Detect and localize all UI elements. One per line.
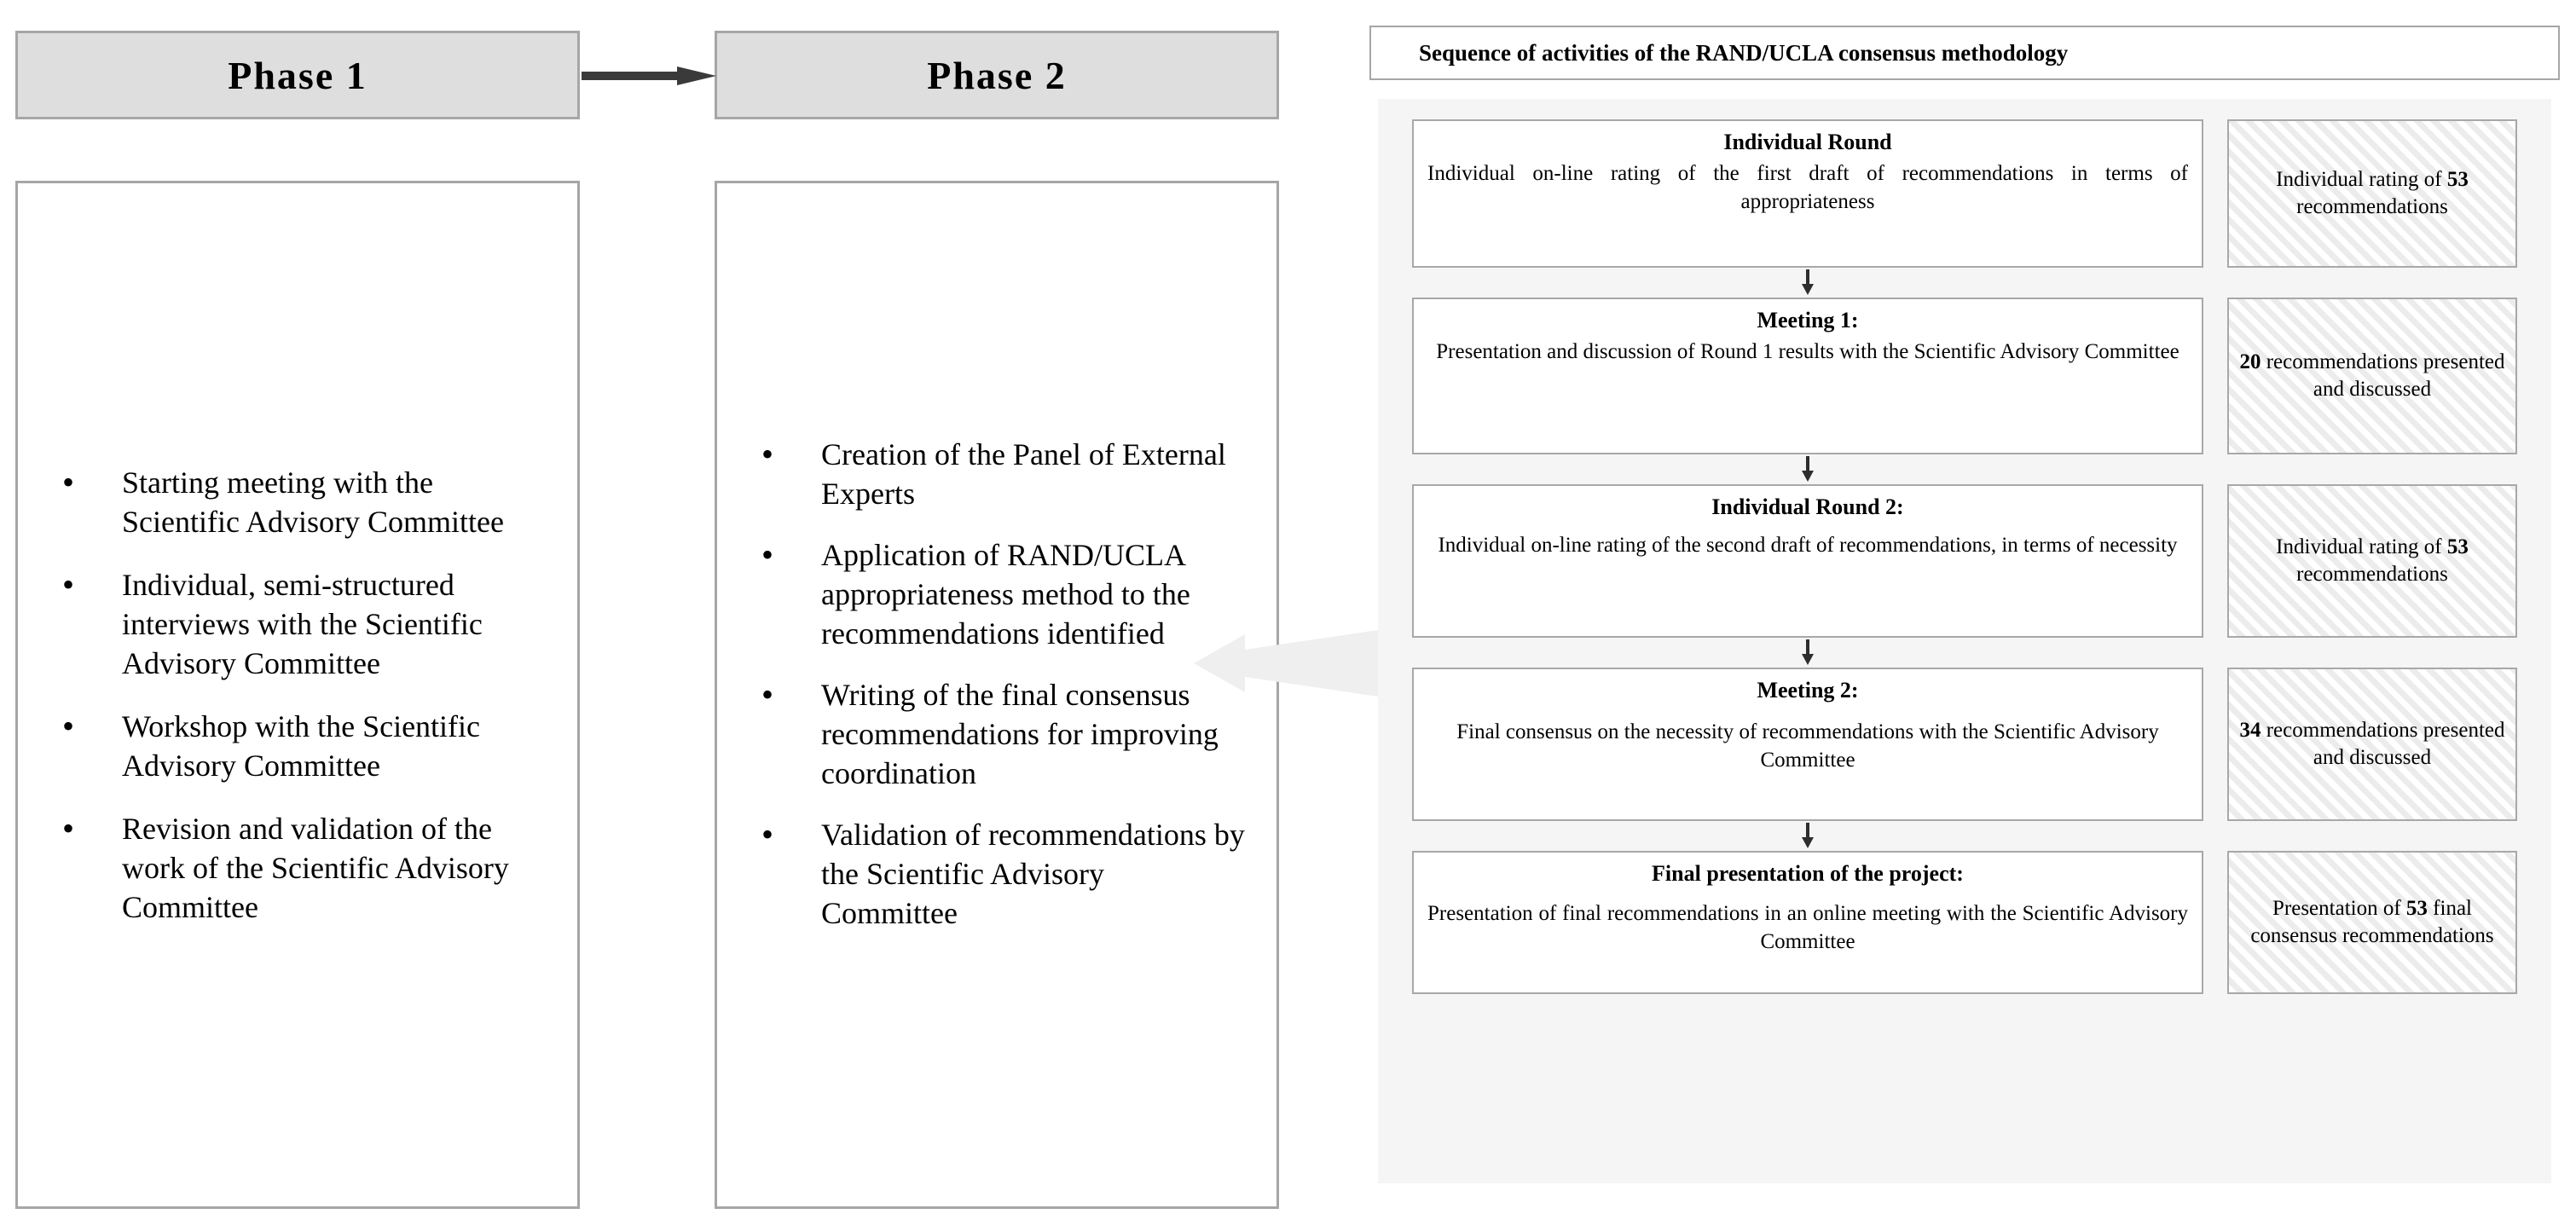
down-arrow-icon [1802,456,1814,482]
phase-2-list: Creation of the Panel of External Expert… [717,432,1276,956]
step-title: Individual Round 2: [1711,494,1904,519]
note-text: Presentation of 53 final consensus recom… [2237,895,2507,950]
step-description: Final consensus on the necessity of reco… [1456,720,2159,772]
note-suffix: recommendations [2296,195,2448,218]
rand-title-text: Sequence of activities of the RAND/UCLA … [1419,39,2069,66]
step-box-individual-round: Individual Round Individual on-line rati… [1412,119,2203,268]
down-arrow-icon [1802,639,1814,665]
note-number: 34 [2239,719,2261,742]
phase-1-body: Starting meeting with the Scientific Adv… [15,181,580,1209]
phase-2-body: Creation of the Panel of External Expert… [715,181,1279,1209]
list-item: Validation of recommendations by the Sci… [743,812,1246,933]
step-title: Meeting 1: [1757,308,1859,332]
note-suffix: recommendations presented and discussed [2261,719,2505,769]
note-box-final-presentation: Presentation of 53 final consensus recom… [2227,851,2517,994]
phase-1-title: Phase 1 [228,53,368,97]
note-prefix: Individual rating of [2276,535,2447,558]
phase-2-title: Phase 2 [927,53,1067,97]
phase-1-list: Starting meeting with the Scientific Adv… [18,460,577,928]
note-box-meeting-2: 34 recommendations presented and discuss… [2227,668,2517,821]
step-box-meeting-1: Meeting 1: Presentation and discussion o… [1412,298,2203,454]
step-description: Individual on-line rating of the first d… [1427,162,2188,213]
note-number: 53 [2446,535,2469,558]
note-box-individual-round-2: Individual rating of 53 recommendations [2227,484,2517,638]
list-item: Creation of the Panel of External Expert… [743,432,1246,513]
note-number: 53 [2405,897,2428,920]
rand-ucla-region: Sequence of activities of the RAND/UCLA … [1369,26,2560,1202]
step-description: Presentation and discussion of Round 1 r… [1436,340,2179,364]
note-prefix: Presentation of [2272,897,2406,920]
phase-1-header: Phase 1 [15,31,580,119]
list-item: Individual, semi-structured interviews w… [43,563,547,683]
list-item: Starting meeting with the Scientific Adv… [43,460,547,541]
phase1-to-phase2-arrow-icon [582,66,716,85]
down-arrow-icon [1802,269,1814,295]
list-item: Application of RAND/UCLA appropriateness… [743,533,1246,653]
step-description: Presentation of final recommendations in… [1427,902,2188,953]
note-prefix: Individual rating of [2276,168,2447,191]
note-text: Individual rating of 53 recommendations [2237,534,2507,588]
note-text: 34 recommendations presented and discuss… [2237,717,2507,772]
phase-2-header: Phase 2 [715,31,1279,119]
rand-to-phase2-arrow-icon [1194,626,1407,701]
note-number: 53 [2446,168,2469,191]
step-title: Meeting 2: [1757,678,1859,703]
list-item: Revision and validation of the work of t… [43,807,547,927]
note-text: 20 recommendations presented and discuss… [2237,349,2507,403]
note-number: 20 [2239,350,2261,373]
rand-title-box: Sequence of activities of the RAND/UCLA … [1369,26,2560,80]
phases-region: Phase 1 Starting meeting with the Scient… [0,0,1330,1220]
step-title: Individual Round [1723,130,1892,154]
rand-sequence-panel: Individual Round Individual on-line rati… [1378,99,2551,1183]
step-description: Individual on-line rating of the second … [1438,534,2178,558]
list-item: Writing of the final consensus recommend… [743,673,1246,793]
note-suffix: recommendations [2296,563,2448,586]
down-arrow-icon [1802,823,1814,848]
step-box-individual-round-2: Individual Round 2: Individual on-line r… [1412,484,2203,638]
note-box-meeting-1: 20 recommendations presented and discuss… [2227,298,2517,454]
note-text: Individual rating of 53 recommendations [2237,166,2507,221]
list-item: Workshop with the Scientific Advisory Co… [43,704,547,785]
step-box-meeting-2: Meeting 2: Final consensus on the necess… [1412,668,2203,821]
note-box-individual-round: Individual rating of 53 recommendations [2227,119,2517,268]
step-title: Final presentation of the project: [1652,861,1964,886]
note-suffix: recommendations presented and discussed [2261,350,2505,401]
step-box-final-presentation: Final presentation of the project: Prese… [1412,851,2203,994]
note-suffix: final consensus recommendations [2250,897,2494,947]
